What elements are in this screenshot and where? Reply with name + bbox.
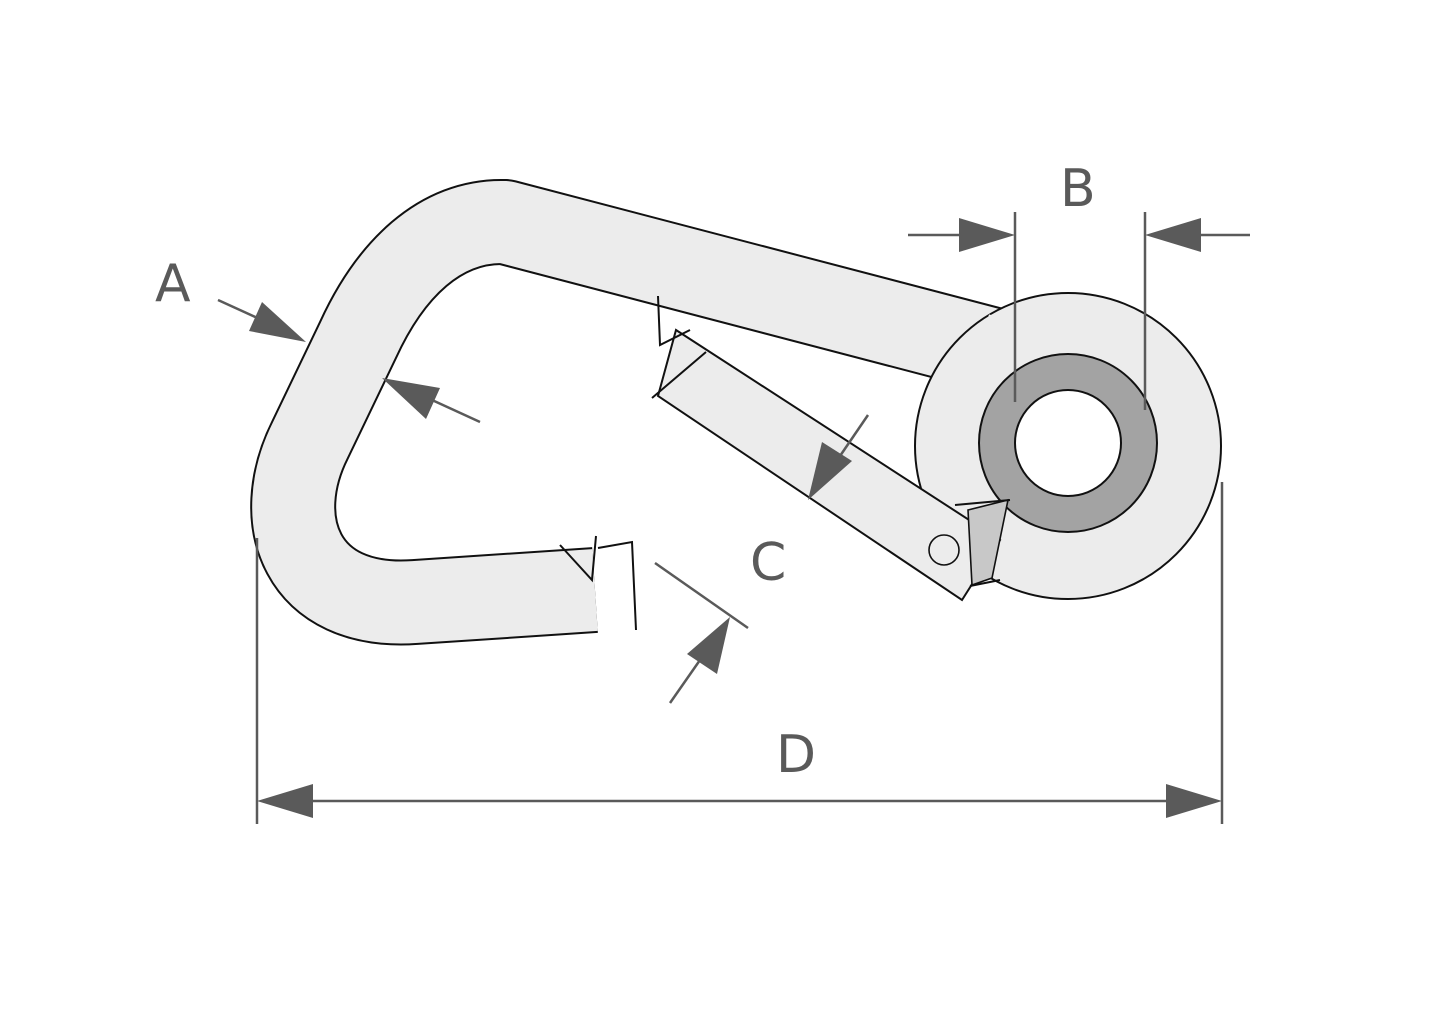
eye-hole — [1014, 389, 1122, 497]
dim-b-arrow-left — [959, 218, 1015, 252]
hook-body-fill — [252, 181, 1051, 644]
dim-c-leader-upper — [838, 414, 870, 457]
gate-pin — [928, 534, 960, 566]
dim-a-arrow-outer — [249, 302, 306, 342]
dim-c-arrow-lower — [687, 617, 730, 674]
gate-break — [651, 295, 707, 399]
dim-a-arrow-inner — [382, 378, 440, 419]
gate-hinge-clip — [967, 498, 1010, 587]
dim-c-leader-lower — [668, 659, 702, 704]
dim-d-arrow-right — [1166, 784, 1222, 818]
dimension-b: B — [908, 159, 1250, 410]
dim-a-leader-inner — [431, 398, 481, 424]
dimension-d: D — [255, 482, 1224, 824]
label-a: A — [155, 254, 191, 314]
dim-c-ext-line — [654, 561, 749, 630]
dim-d-arrow-left — [257, 784, 313, 818]
hook-nose-break — [559, 535, 637, 631]
dim-a-leader-outer — [217, 298, 263, 322]
label-b: B — [1060, 159, 1096, 219]
gate-hinge-lines — [954, 499, 1011, 587]
label-c: C — [750, 533, 786, 593]
dim-c-arrow-upper — [808, 442, 852, 500]
hook-body — [250, 179, 1051, 646]
dimension-a: A — [155, 254, 481, 424]
label-d: D — [776, 725, 816, 785]
dimension-c: C — [654, 414, 870, 704]
dim-b-arrow-right — [1145, 218, 1201, 252]
